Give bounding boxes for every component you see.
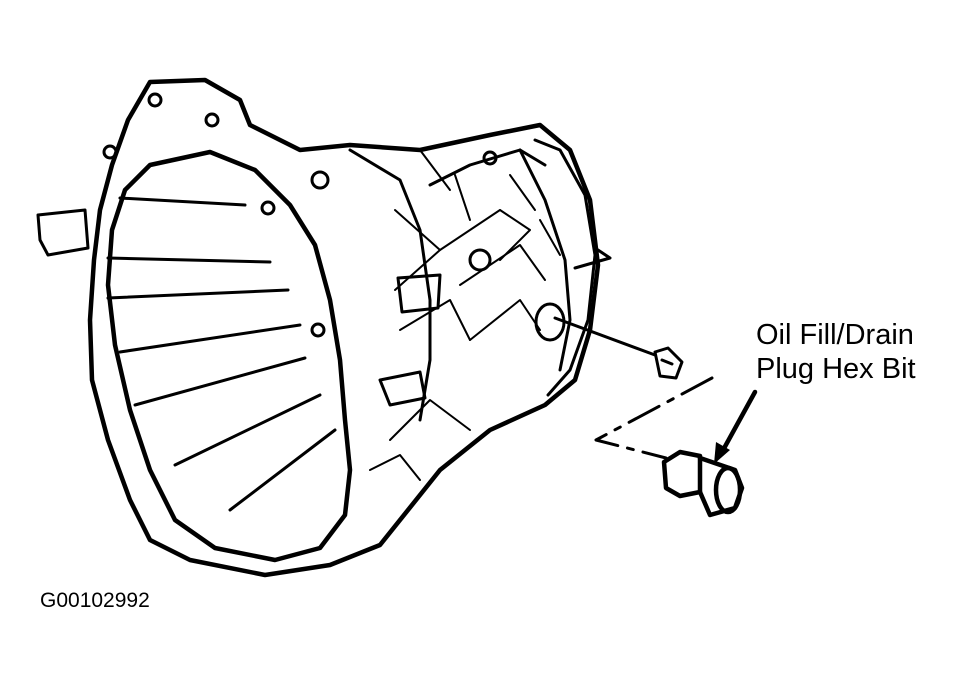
hex-bit-callout-label: Oil Fill/Drain Plug Hex Bit (756, 318, 916, 386)
figure-code: G00102992 (40, 589, 150, 612)
callout-line-1: Oil Fill/Drain (756, 319, 914, 351)
alignment-dash-line (594, 376, 714, 460)
drain-plug-icon (653, 346, 684, 380)
hex-bit-icon (661, 449, 745, 518)
transmission-case-icon (36, 77, 612, 578)
callout-arrow-icon (714, 389, 758, 464)
leader-line (553, 316, 657, 357)
callout-line-2: Plug Hex Bit (756, 353, 916, 385)
